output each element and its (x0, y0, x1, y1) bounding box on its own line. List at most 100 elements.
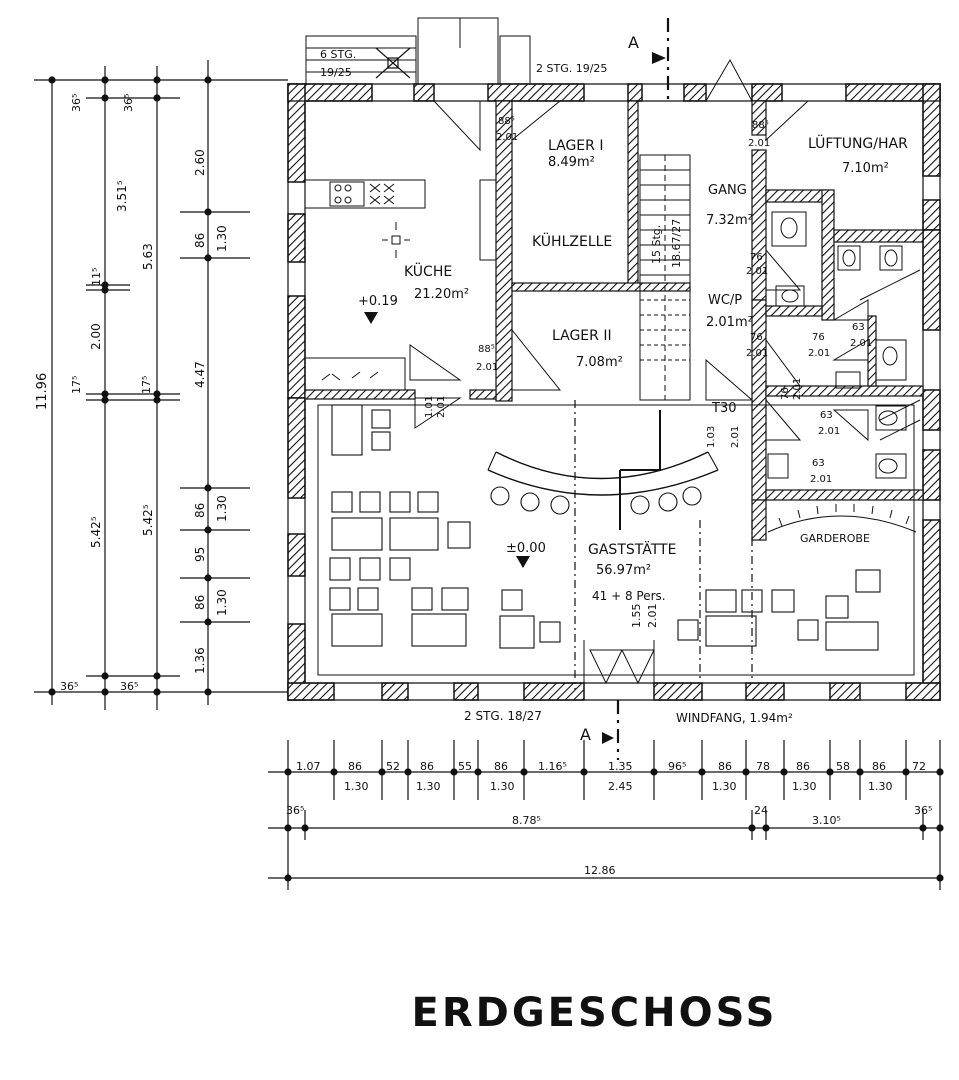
window-lines (287, 83, 941, 701)
room-kueche-area: 21.20m² (414, 287, 469, 302)
dim-col-b-5: 1.30 (215, 495, 229, 522)
door-lueft-b: 2.01 (748, 138, 770, 149)
section-mark-bottom: A (580, 725, 591, 744)
room-gaststaette-area: 56.97m² (596, 563, 651, 578)
section-mark-top: A (628, 33, 639, 52)
dim-row2-3: 3.10⁵ (812, 814, 841, 827)
stairs-top-left: 6 STG. (320, 48, 356, 61)
dim-row2-0: 36⁵ (286, 804, 304, 817)
door-wc3-a: 76 (812, 332, 825, 343)
dim-col-a-4: 17⁵ (70, 376, 83, 394)
dim-col-a-7: 5.42⁵ (141, 504, 155, 536)
sanitary-fixtures (767, 211, 921, 479)
door-wc7-a: 63 (812, 458, 825, 469)
section-arrow-bottom (602, 732, 614, 744)
dim-left-bottom-b: 36⁵ (120, 680, 138, 693)
dining-furniture (317, 404, 915, 676)
dim-row2-1: 8.78⁵ (512, 814, 541, 827)
dim-bottom-12: 58 (836, 760, 850, 773)
level-marker-kitchen (364, 312, 378, 324)
door-kitchen-b: 2.01 (496, 132, 518, 143)
dim-bottom-5: 86 (494, 760, 508, 773)
dim-bottom-7: 1.35 (608, 760, 633, 773)
interior-staircase (639, 154, 691, 401)
section-line (574, 18, 753, 760)
door-wc6-b: 2.01 (818, 426, 840, 437)
dim-bottom-9: 86 (718, 760, 732, 773)
dim-col-b-4: 86 (193, 503, 207, 518)
stairs-top-left-size: 19/25 (320, 66, 352, 79)
dim-bottom-13: 86 (872, 760, 886, 773)
door-wc1-b: 2.01 (746, 266, 768, 277)
room-lager1-name: LAGER I (548, 138, 603, 154)
room-kueche-name: KÜCHE (404, 262, 452, 280)
door-wc4-a: 76 (780, 387, 791, 400)
room-gang-area: 7.32m² (706, 213, 753, 228)
room-lager2-name: LAGER II (552, 328, 612, 344)
dim-col-b-9: 1.36 (193, 647, 207, 674)
door-pass-b: 2.01 (436, 396, 447, 418)
door-t30: T30 (711, 401, 736, 416)
room-kuehlzelle-name: KÜHLZELLE (532, 232, 612, 250)
section-arrow-top (652, 52, 666, 64)
door-windfang-a: 1.55 (630, 604, 643, 629)
dim-bottom-sub-1: 1.30 (416, 780, 441, 793)
kitchen-fixtures (304, 179, 497, 429)
dim-bottom-8: 96⁵ (668, 760, 686, 773)
dim-bottom-sub-5: 1.30 (792, 780, 817, 793)
dim-left-top-a: 36⁵ (70, 94, 83, 112)
door-wc5-b: 2.01 (850, 338, 872, 349)
dim-col-a-1: 5.63 (141, 243, 155, 270)
room-kueche-level: +0.19 (358, 294, 398, 309)
interior-walls (304, 100, 924, 541)
dim-bottom-14: 72 (912, 760, 926, 773)
room-lager2-area: 7.08m² (576, 355, 623, 370)
garderobe-rack (767, 504, 917, 533)
left-dimension-lines (34, 60, 288, 710)
dim-col-b-2: 1.30 (215, 225, 229, 252)
room-lueftung-name: LÜFTUNG/HAR (808, 134, 908, 152)
dim-col-a-0: 3.51⁵ (115, 180, 129, 212)
room-windfang-name: WINDFANG, 1.94m² (676, 711, 793, 725)
dim-col-b-8: 1.30 (215, 589, 229, 616)
door-wc2-a: 76 (750, 332, 763, 343)
stairs-inner-size: 18.67/27 (670, 219, 683, 268)
dim-row2-4: 36⁵ (914, 804, 932, 817)
dim-bottom-sub-6: 1.30 (868, 780, 893, 793)
dim-bottom-11: 86 (796, 760, 810, 773)
room-gaststaette-capacity: 41 + 8 Pers. (592, 589, 666, 603)
light-icon-stairs (375, 47, 411, 79)
dim-left-bottom-a: 36⁵ (60, 680, 78, 693)
dim-col-b-3: 4.47 (193, 361, 207, 388)
room-garderobe-name: GARDEROBE (800, 532, 870, 545)
dim-overall-height: 11.96 (35, 373, 50, 410)
room-lager1-area: 8.49m² (548, 155, 595, 170)
dim-col-b-1: 86 (193, 233, 207, 248)
door-t30-a: 1.03 (706, 426, 717, 448)
door-windfang-b: 2.01 (646, 604, 659, 629)
dim-col-b-7: 86 (193, 595, 207, 610)
dim-col-a-6: 5.42⁵ (89, 516, 103, 548)
door-wc6-a: 63 (820, 410, 833, 421)
room-lueftung-area: 7.10m² (842, 161, 889, 176)
light-icon-kitchen (382, 222, 410, 258)
room-wcp-area: 2.01m² (706, 315, 753, 330)
room-gaststaette-level: ±0.00 (506, 541, 546, 556)
door-wc2-b: 2.01 (746, 348, 768, 359)
stairs-inner: 15 Stg. (650, 225, 663, 264)
dim-bottom-2: 52 (386, 760, 400, 773)
dim-row2-2: 24 (754, 804, 768, 817)
dim-bottom-sub-0: 1.30 (344, 780, 369, 793)
dim-col-b-6: 95 (193, 547, 207, 562)
door-lueft-a: 88⁵ (752, 120, 769, 131)
door-wc4-b: 2.01 (792, 378, 803, 400)
door-t30-b: 2.01 (730, 426, 741, 448)
bottom-dimension-lines (268, 740, 944, 890)
door-wc1-a: 76 (750, 252, 763, 263)
dim-col-a-5: 17⁵ (140, 376, 153, 394)
dim-overall-width: 12.86 (584, 864, 616, 877)
dim-bottom-sub-2: 1.30 (490, 780, 515, 793)
dim-col-b-0: 2.60 (193, 149, 207, 176)
door-kitchen-a: 88⁵ (498, 116, 515, 127)
